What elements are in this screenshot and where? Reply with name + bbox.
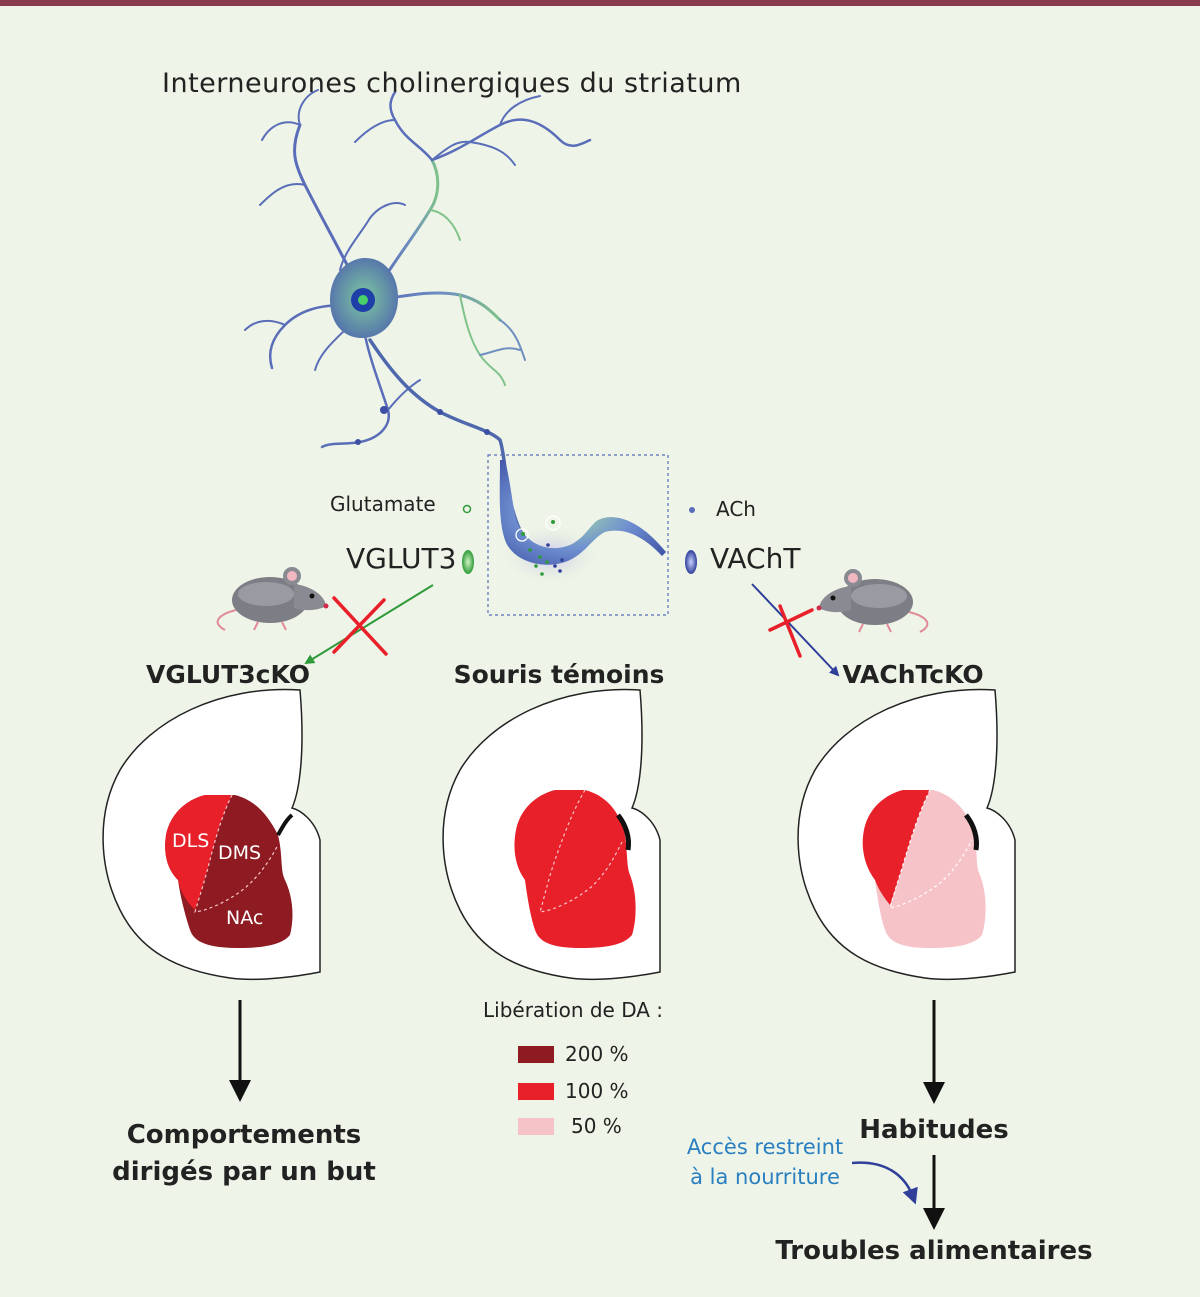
figure-title: Interneurones cholinergiques du striatum bbox=[162, 68, 742, 99]
legend-swatch-1 bbox=[518, 1083, 554, 1100]
vacht-label: VAChT bbox=[710, 542, 801, 575]
vglut3-label: VGLUT3 bbox=[346, 542, 457, 575]
legend-label-50: 50 % bbox=[571, 1114, 622, 1138]
mouse-icon bbox=[216, 567, 329, 631]
brain-slice-vglut3cko bbox=[102, 688, 321, 981]
region-label-dms: DMS bbox=[218, 842, 262, 864]
region-label-nac: NAc bbox=[226, 907, 264, 929]
brain-slice-vachtcko bbox=[797, 688, 1016, 981]
arrow-to-vglut3cko bbox=[304, 584, 434, 665]
arrow-access-restricted bbox=[851, 1161, 918, 1205]
ach-dot-icon bbox=[689, 507, 695, 513]
legend-title: Libération de DA : bbox=[483, 998, 664, 1022]
outcome-comportements: Comportements bbox=[126, 1120, 362, 1150]
legend-label-200: 200 % bbox=[565, 1042, 629, 1066]
arrow-to-vachtcko bbox=[751, 583, 840, 677]
panel-title-souris-temoins: Souris témoins bbox=[453, 660, 665, 689]
region-label-dls: DLS bbox=[172, 830, 210, 852]
access-restricted-line1: Accès restreint bbox=[686, 1135, 844, 1159]
outcome-diriges: dirigés par un but bbox=[112, 1157, 376, 1187]
cross-icon bbox=[332, 596, 388, 656]
top-bar bbox=[0, 0, 1200, 6]
glutamate-dot-icon bbox=[462, 504, 472, 514]
axon-terminal bbox=[499, 460, 666, 585]
panel-title-vglut3cko: VGLUT3cKO bbox=[146, 660, 310, 689]
access-restricted-line2: à la nourriture bbox=[690, 1165, 840, 1189]
vglut3-vesicle-icon bbox=[462, 550, 474, 574]
legend-swatches bbox=[518, 1046, 554, 1135]
glutamate-label: Glutamate bbox=[330, 492, 436, 516]
legend-label-100: 100 % bbox=[565, 1079, 629, 1103]
outcome-habitudes: Habitudes bbox=[859, 1115, 1009, 1145]
neuron bbox=[244, 89, 592, 554]
synapse-zoom-box bbox=[487, 454, 669, 616]
brain-slice-souris-temoins bbox=[442, 688, 661, 981]
legend-swatch-2 bbox=[518, 1118, 554, 1135]
legend-swatch-0 bbox=[518, 1046, 554, 1063]
cross-icon bbox=[768, 604, 814, 658]
panel-title-vachtcko: VAChTcKO bbox=[842, 660, 984, 689]
ach-label: ACh bbox=[716, 497, 756, 521]
outcome-troubles-alimentaires: Troubles alimentaires bbox=[775, 1236, 1093, 1266]
mouse-icon bbox=[816, 569, 929, 633]
vacht-vesicle-icon bbox=[685, 550, 697, 574]
